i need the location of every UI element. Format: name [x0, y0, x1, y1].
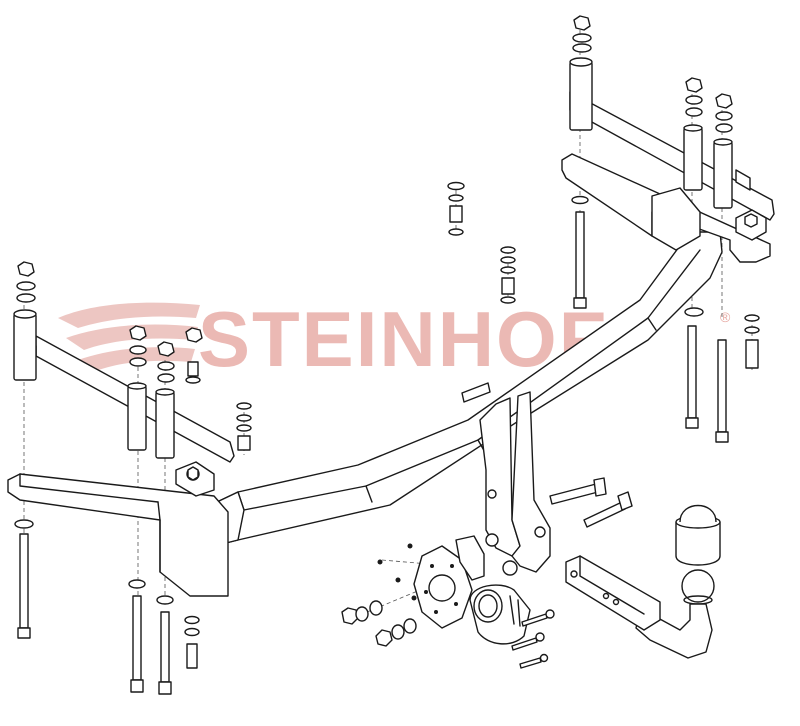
brand-watermark: STEINHOF ® [58, 295, 731, 383]
hitch-mount-plates [479, 391, 551, 576]
watermark-logo-swoosh [58, 302, 200, 371]
right-mounting-bracket [561, 153, 771, 263]
left-mounting-bracket [7, 461, 229, 597]
fastener-stack-right-top [572, 15, 733, 133]
tow-ball-assembly [565, 505, 721, 659]
fastener-stack-left-top [16, 261, 203, 384]
hitch-bolts [549, 477, 633, 528]
watermark-brand-text: STEINHOF [198, 295, 608, 383]
socket-fasteners [341, 543, 417, 647]
watermark-registered-mark: ® [720, 309, 731, 325]
left-upper-strap [13, 309, 235, 463]
small-bolt-stacks [236, 181, 760, 451]
electric-socket-assembly [413, 535, 555, 669]
right-upper-strap [569, 57, 775, 221]
long-vertical-bolts [14, 195, 729, 695]
main-crossbar-beam [195, 231, 723, 549]
